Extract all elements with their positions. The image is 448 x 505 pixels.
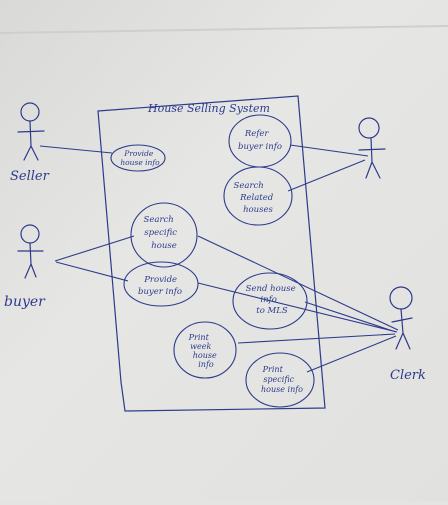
- usecase-provide-house-info-ellipse: [110, 144, 166, 172]
- line-print-weekly-clerk: [237, 333, 396, 344]
- actor-label-clerk: Clerk: [390, 368, 426, 383]
- actor-clerk-top-head: [358, 117, 380, 139]
- usecase-print-specific-house-info-ellipse: [245, 352, 315, 408]
- actor-seller: [17, 102, 45, 161]
- actor-labels: Seller buyer Clerk: [4, 169, 426, 383]
- paper-fold-line: [0, 25, 448, 34]
- usecase-search-specific-house-ellipse: [130, 202, 198, 268]
- usecase-send-house-info-to-mls: Send house info to MLS: [246, 284, 299, 316]
- line-buyer-search-specific: [54, 235, 135, 262]
- line-search-related-clerk-top: [287, 159, 366, 192]
- line-buyer-provide-buyer-info: [55, 261, 129, 282]
- line-seller-provide-house-info: [39, 145, 113, 154]
- usecase-send-house-info-to-mls-ellipse: [232, 272, 308, 330]
- actor-label-seller: Seller: [10, 169, 50, 184]
- actor-clerk: [389, 286, 413, 350]
- use-cases: [110, 114, 315, 408]
- actors: [17, 102, 413, 350]
- usecase-print-specific-house-info: Print specific house info: [261, 365, 303, 394]
- actor-label-buyer: buyer: [4, 294, 46, 310]
- usecase-labels: Provide house info Refer buyer info Sear…: [120, 129, 303, 394]
- usecase-print-weekly-house-info: Print week house info: [188, 333, 220, 369]
- usecase-provide-buyer-info: Provide buyer info: [138, 275, 182, 297]
- usecase-provide-house-info: Provide house info: [120, 149, 160, 167]
- usecase-refer-buyer-info: Refer buyer info: [238, 129, 282, 152]
- actor-buyer: [17, 224, 44, 279]
- line-send-mls-clerk: [304, 301, 397, 333]
- usecase-provide-buyer-info-ellipse: [123, 261, 199, 307]
- system-boundary: [97, 95, 326, 412]
- line-provide-buyer-info-clerk: [197, 282, 398, 333]
- usecase-search-related-houses-ellipse: [223, 166, 293, 226]
- usecase-search-specific-house: Search specific house: [144, 215, 180, 251]
- usecase-search-related-houses: Search Related houses: [234, 181, 276, 215]
- actor-clerk-top: [358, 117, 386, 179]
- usecase-print-weekly-house-info-ellipse: [173, 321, 237, 379]
- system-title: House Selling System: [147, 102, 270, 115]
